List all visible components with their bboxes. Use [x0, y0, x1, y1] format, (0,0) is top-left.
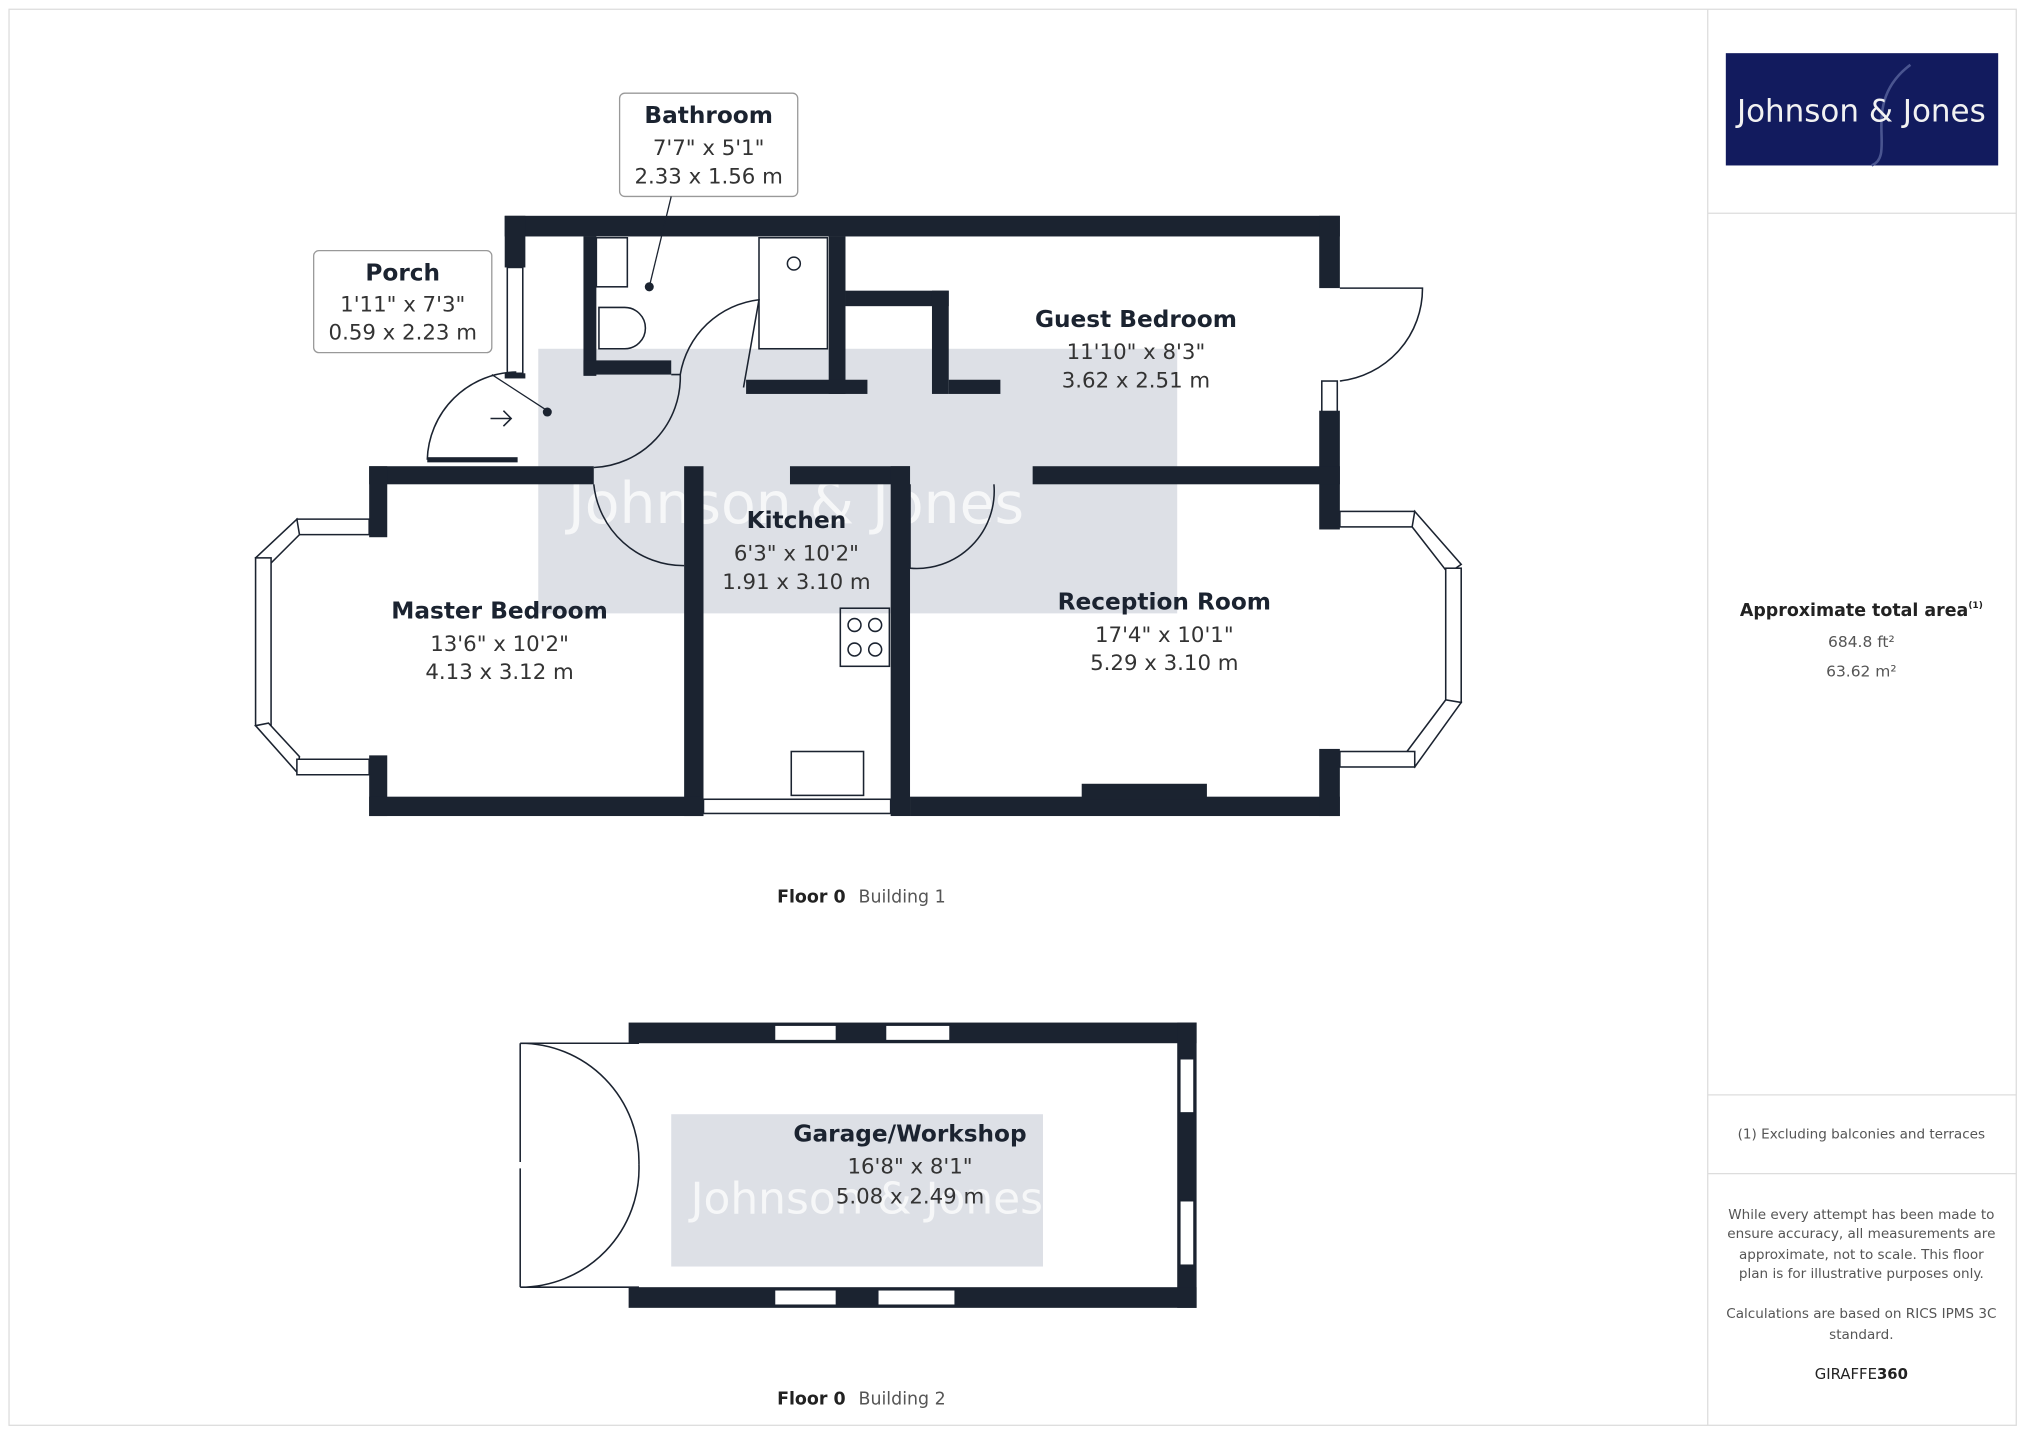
room-name: Bathroom	[644, 102, 773, 129]
room-guest-bedroom: Guest Bedroom 11'10" x 8'3" 3.62 x 2.51 …	[1035, 306, 1237, 394]
room-imperial: 6'3" x 10'2"	[734, 541, 859, 566]
room-master-bedroom: Master Bedroom 13'6" x 10'2" 4.13 x 3.12…	[391, 598, 608, 686]
room-name: Garage/Workshop	[793, 1120, 1026, 1147]
room-metric: 5.08 x 2.49 m	[836, 1184, 984, 1209]
room-name: Master Bedroom	[391, 598, 608, 625]
room-name: Porch	[365, 259, 440, 286]
logo-text: Johnson & Jones	[1735, 94, 1986, 130]
room-kitchen: Kitchen 6'3" x 10'2" 1.91 x 3.10 m	[722, 507, 870, 595]
disclaimer-line: While every attempt has been made to	[1728, 1207, 1994, 1223]
room-name: Reception Room	[1058, 589, 1271, 616]
area-title: Approximate total area(1)	[1740, 601, 1983, 621]
calculations-line: Calculations are based on RICS IPMS 3C	[1726, 1306, 1996, 1322]
room-name: Guest Bedroom	[1035, 306, 1237, 333]
room-imperial: 7'7" x 5'1"	[653, 136, 765, 161]
calculations-line: standard.	[1829, 1327, 1893, 1343]
room-bathroom: Bathroom 7'7" x 5'1" 2.33 x 1.56 m	[618, 92, 799, 292]
disclaimer-line: ensure accuracy, all measurements are	[1727, 1226, 1995, 1242]
room-metric: 4.13 x 3.12 m	[425, 660, 573, 685]
room-metric: 1.91 x 3.10 m	[722, 570, 870, 595]
room-imperial: 1'11" x 7'3"	[340, 292, 465, 317]
room-imperial: 13'6" x 10'2"	[430, 632, 569, 657]
giraffe360-brand: GIRAFFE360	[1815, 1366, 1908, 1383]
area-imperial: 684.8 ft²	[1828, 633, 1895, 651]
room-imperial: 16'8" x 8'1"	[847, 1155, 972, 1180]
building-1-walls	[254, 215, 1463, 817]
watermark-text: Johnson & Jones	[688, 1174, 1043, 1225]
company-logo: Johnson & Jones	[1725, 53, 1999, 167]
room-garage: Garage/Workshop 16'8" x 8'1" 5.08 x 2.49…	[793, 1120, 1026, 1209]
disclaimer-line: approximate, not to scale. This floor	[1739, 1247, 1984, 1263]
room-metric: 2.33 x 1.56 m	[634, 165, 782, 190]
room-metric: 0.59 x 2.23 m	[329, 321, 477, 346]
area-metric: 63.62 m²	[1826, 663, 1896, 681]
room-reception-room: Reception Room 17'4" x 10'1" 5.29 x 3.10…	[1058, 589, 1271, 677]
room-metric: 3.62 x 2.51 m	[1062, 368, 1210, 393]
footnote: (1) Excluding balconies and terraces	[1738, 1127, 1985, 1143]
room-porch: Porch 1'11" x 7'3" 0.59 x 2.23 m	[313, 250, 552, 417]
disclaimer-line: plan is for illustrative purposes only.	[1739, 1266, 1984, 1282]
room-name: Kitchen	[747, 507, 847, 534]
watermark-building-2: Johnson & Jones	[671, 1114, 1043, 1267]
room-metric: 5.29 x 3.10 m	[1090, 651, 1238, 676]
room-imperial: 11'10" x 8'3"	[1067, 340, 1206, 365]
building-2-walls	[519, 1022, 1197, 1308]
room-imperial: 17'4" x 10'1"	[1095, 623, 1234, 648]
